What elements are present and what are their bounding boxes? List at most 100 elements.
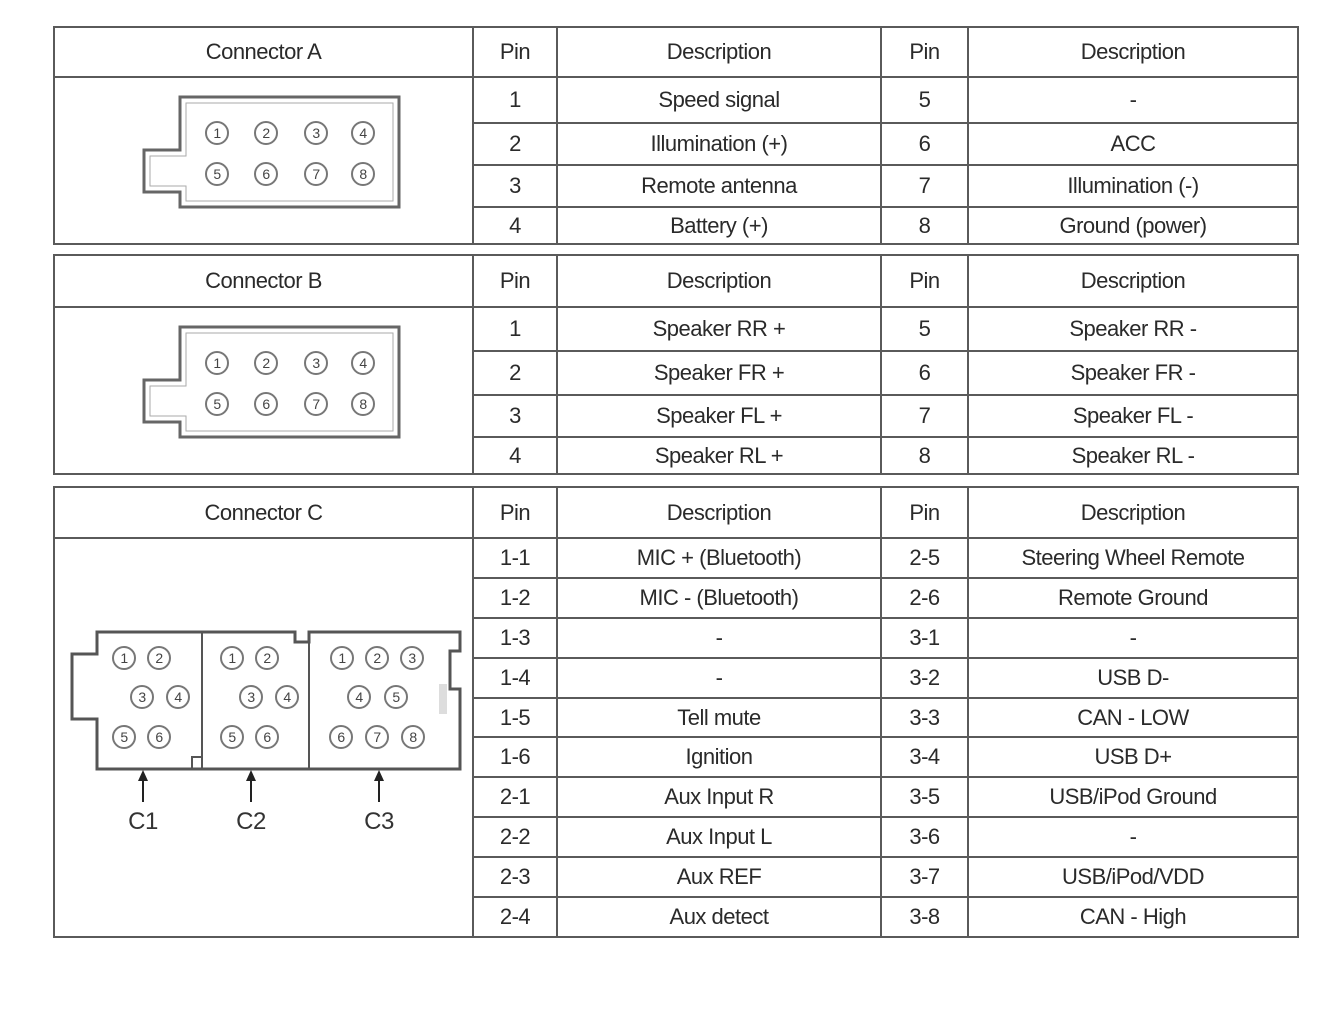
pin-cell: 2-4 bbox=[472, 896, 558, 938]
pin-marker: 5 bbox=[220, 725, 244, 749]
pin-number: 3 bbox=[312, 125, 320, 141]
pin-marker: 4 bbox=[166, 685, 190, 709]
description-column-header: Description bbox=[967, 26, 1299, 78]
pin-cell: 2-5 bbox=[880, 537, 969, 579]
arrow-icon bbox=[374, 770, 384, 802]
description-cell: Speaker FL - bbox=[967, 394, 1299, 439]
pin-column-header: Pin bbox=[472, 486, 558, 539]
pin-number: 4 bbox=[283, 689, 291, 705]
pin-cell: 1-1 bbox=[472, 537, 558, 579]
pin-number: 6 bbox=[337, 729, 345, 745]
pin-marker: 8 bbox=[351, 162, 375, 186]
description-cell: Speaker FL + bbox=[556, 394, 882, 439]
description-cell: - bbox=[556, 616, 882, 659]
connector-title: Connector C bbox=[53, 486, 474, 539]
description-cell: Remote Ground bbox=[967, 576, 1299, 619]
pin-cell: 7 bbox=[880, 164, 969, 209]
description-column-header: Description bbox=[556, 486, 882, 539]
connector-title: Connector A bbox=[53, 26, 474, 78]
pin-marker: 6 bbox=[329, 725, 353, 749]
description-cell: USB/iPod Ground bbox=[967, 776, 1299, 819]
description-cell: USB D- bbox=[967, 656, 1299, 699]
pin-number: 1 bbox=[338, 650, 346, 666]
pin-number: 2 bbox=[155, 650, 163, 666]
pin-marker: 5 bbox=[205, 392, 229, 416]
sub-connector-label: C2 bbox=[236, 808, 266, 835]
pin-cell: 3-6 bbox=[880, 816, 969, 859]
pin-number: 5 bbox=[213, 396, 221, 412]
arrow-icon bbox=[246, 770, 256, 802]
description-cell: - bbox=[967, 816, 1299, 859]
pin-column-header: Pin bbox=[472, 26, 558, 78]
pin-marker: 2 bbox=[147, 646, 171, 670]
pin-marker: 1 bbox=[220, 646, 244, 670]
pin-number: 4 bbox=[359, 355, 367, 371]
pin-column-header: Pin bbox=[880, 486, 969, 539]
pin-cell: 8 bbox=[880, 206, 969, 245]
pin-column-header: Pin bbox=[472, 254, 558, 308]
pin-marker: 1 bbox=[112, 646, 136, 670]
description-cell: Steering Wheel Remote bbox=[967, 537, 1299, 579]
pin-marker: 6 bbox=[254, 162, 278, 186]
pin-number: 8 bbox=[409, 729, 417, 745]
description-cell: Tell mute bbox=[556, 696, 882, 739]
pin-marker: 1 bbox=[205, 351, 229, 375]
pin-number: 3 bbox=[312, 355, 320, 371]
pin-marker: 4 bbox=[275, 685, 299, 709]
connector-outline bbox=[142, 95, 401, 209]
description-cell: - bbox=[967, 616, 1299, 659]
arrow-icon bbox=[138, 770, 148, 802]
pin-number: 5 bbox=[228, 729, 236, 745]
pin-marker: 6 bbox=[254, 392, 278, 416]
description-cell: MIC - (Bluetooth) bbox=[556, 576, 882, 619]
pin-cell: 1-3 bbox=[472, 616, 558, 659]
table-row: 1-3-3-1- bbox=[54, 616, 1299, 659]
pin-marker: 3 bbox=[304, 351, 328, 375]
pin-cell: 2-6 bbox=[880, 576, 969, 619]
description-cell: ACC bbox=[967, 122, 1299, 167]
pin-marker: 4 bbox=[351, 351, 375, 375]
pin-cell: 3 bbox=[472, 394, 558, 439]
description-cell: Remote antenna bbox=[556, 164, 882, 209]
connector-outline bbox=[70, 630, 462, 771]
pin-cell: 1-4 bbox=[472, 656, 558, 699]
pin-marker: 7 bbox=[304, 392, 328, 416]
pin-cell: 4 bbox=[472, 436, 558, 475]
description-cell: Ground (power) bbox=[967, 206, 1299, 245]
pin-cell: 2 bbox=[472, 350, 558, 397]
pin-cell: 3-7 bbox=[880, 856, 969, 899]
pin-cell: 6 bbox=[880, 122, 969, 167]
pin-cell: 5 bbox=[880, 75, 969, 125]
pin-marker: 2 bbox=[255, 646, 279, 670]
description-cell: Speaker RL + bbox=[556, 436, 882, 475]
description-cell: Aux Input L bbox=[556, 816, 882, 859]
pin-cell: 3-3 bbox=[880, 696, 969, 739]
pin-number: 2 bbox=[373, 650, 381, 666]
pin-marker: 5 bbox=[384, 685, 408, 709]
pin-number: 1 bbox=[228, 650, 236, 666]
pin-cell: 1-2 bbox=[472, 576, 558, 619]
pin-cell: 5 bbox=[880, 305, 969, 353]
description-cell: USB D+ bbox=[967, 736, 1299, 779]
pin-marker: 3 bbox=[400, 646, 424, 670]
description-column-header: Description bbox=[967, 486, 1299, 539]
pin-number: 7 bbox=[312, 166, 320, 182]
description-cell: Speaker RR - bbox=[967, 305, 1299, 353]
pin-marker: 1 bbox=[330, 646, 354, 670]
description-column-header: Description bbox=[967, 254, 1299, 308]
pin-cell: 3-5 bbox=[880, 776, 969, 819]
pin-number: 2 bbox=[262, 355, 270, 371]
